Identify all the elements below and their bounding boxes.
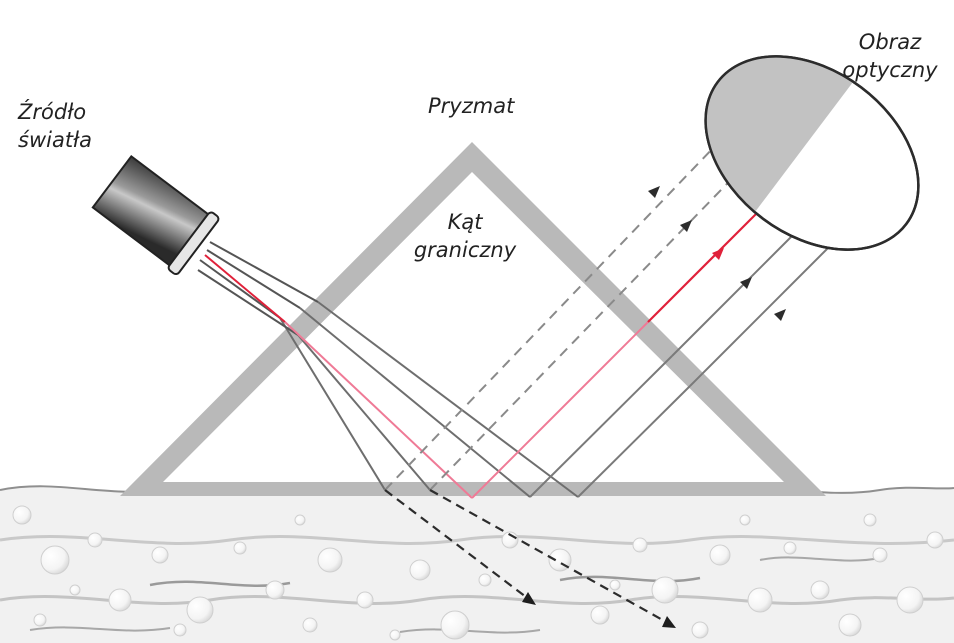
critical-angle-label-line1: Kąt [447, 210, 483, 234]
optical-image-label: Obraz optyczny [830, 28, 950, 85]
bubble-icon [783, 541, 797, 555]
critical-angle-label-line2: graniczny [413, 238, 517, 263]
light-source-label-line2: światła [18, 128, 92, 153]
prism [120, 142, 826, 496]
bubble-icon [478, 573, 492, 587]
bubble-icon [632, 537, 648, 553]
light-source-label-line1: Źródło [18, 100, 87, 124]
light-source-icon [91, 154, 220, 276]
bubble-icon [409, 559, 431, 581]
bubble-icon [709, 544, 731, 566]
red-arrow-icon [712, 248, 724, 260]
bubble-icon [33, 613, 47, 627]
prism-label: Pryzmat [428, 94, 515, 118]
incident-rays [197, 241, 579, 499]
bubble-icon [233, 541, 247, 555]
light-source-label: Źródło światła [18, 98, 92, 155]
bubble-icon [40, 545, 70, 575]
bubble-icon [691, 621, 709, 639]
bubble-icon [317, 547, 343, 573]
bubble-icon [651, 576, 679, 604]
bubbles [12, 505, 944, 641]
bubble-icon [747, 587, 773, 613]
bubble-icon [926, 531, 944, 549]
bubble-icon [151, 546, 169, 564]
bubble-icon [356, 591, 374, 609]
reflected-rays [471, 199, 829, 499]
bubble-icon [173, 623, 187, 637]
optical-image-label-line2: optyczny [842, 58, 938, 83]
bubble-icon [838, 613, 862, 637]
bubble-icon [12, 505, 32, 525]
optical-image-label-line1: Obraz [858, 30, 922, 54]
bubble-icon [186, 596, 214, 624]
bubble-icon [590, 605, 610, 625]
bubble-icon [389, 629, 401, 641]
bubble-icon [87, 532, 103, 548]
bubble-icon [294, 514, 306, 526]
bubble-icon [896, 586, 924, 614]
bubble-icon [739, 514, 751, 526]
liquid-region [0, 483, 954, 643]
refracted-rays [384, 489, 676, 628]
bubble-icon [609, 579, 621, 591]
critical-angle-label: Kąt graniczny [400, 208, 530, 265]
bubble-icon [872, 547, 888, 563]
bubble-icon [69, 584, 81, 596]
bubble-icon [108, 588, 132, 612]
bubble-icon [863, 513, 877, 527]
dashed-reflected-rays [384, 119, 753, 491]
bubble-icon [302, 617, 318, 633]
bubble-icon [810, 580, 830, 600]
bubble-icon [440, 610, 470, 640]
bubble-icon [265, 580, 285, 600]
